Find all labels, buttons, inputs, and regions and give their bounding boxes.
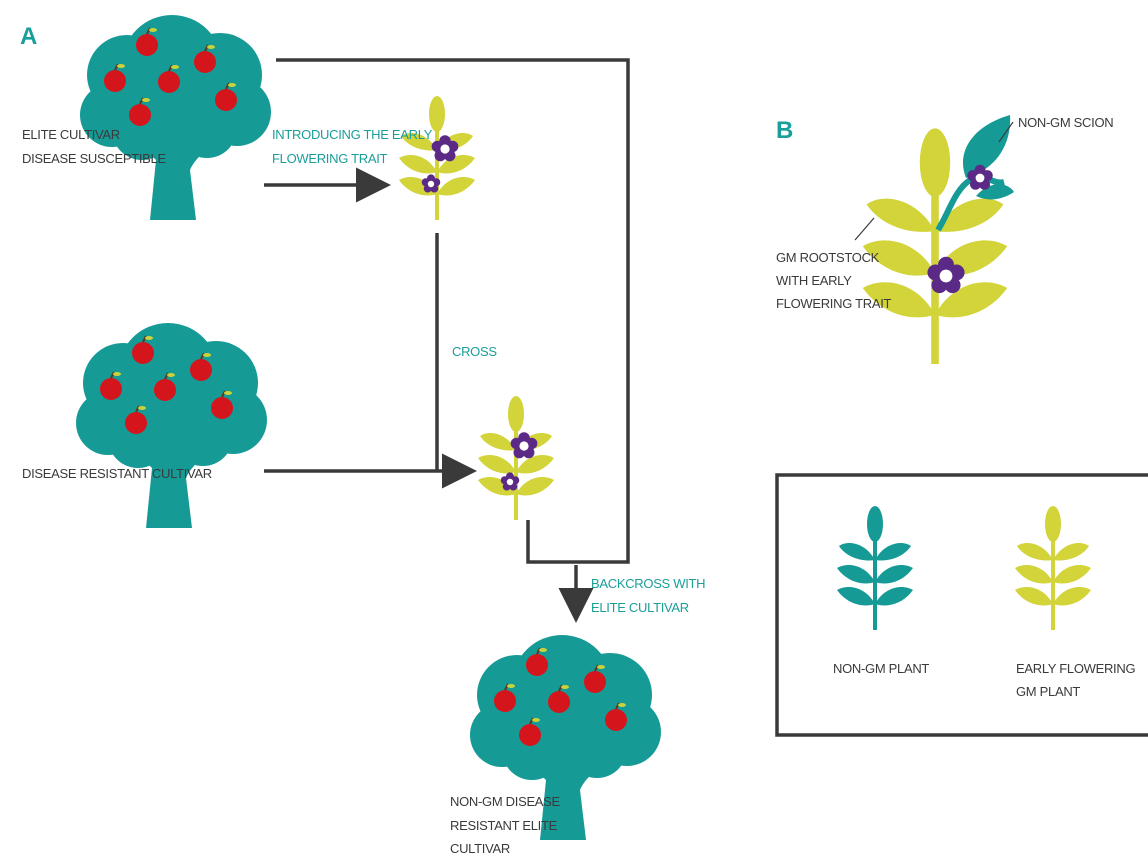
intro-label-1: INTRODUCING THE EARLY xyxy=(272,127,433,142)
legend-gm-label-2: GM PLANT xyxy=(1016,684,1080,699)
rootstock-label-1: GM ROOTSTOCK xyxy=(776,250,880,265)
gm-plant-cross xyxy=(478,396,554,520)
scion-pointer xyxy=(998,121,1014,143)
legend-gm-label-1: EARLY FLOWERING xyxy=(1016,661,1135,676)
scion-label: NON-GM SCION xyxy=(1018,115,1113,130)
result-cultivar-tree xyxy=(469,634,662,841)
elite-cultivar-tree xyxy=(79,14,272,221)
panel-a-letter: A xyxy=(20,23,37,50)
rootstock-label-3: FLOWERING TRAIT xyxy=(776,296,892,311)
cross-label: CROSS xyxy=(452,344,497,359)
backcross-label-2: ELITE CULTIVAR xyxy=(591,600,689,615)
gm-plant-top xyxy=(399,96,475,220)
flow-lines xyxy=(264,58,630,623)
panel-b-letter: B xyxy=(776,117,793,144)
result-label-2: RESISTANT ELITE xyxy=(450,818,558,833)
backcross-label-1: BACKCROSS WITH xyxy=(591,576,705,591)
legend-gm-plant xyxy=(1015,506,1091,630)
backcross-loop-line xyxy=(276,58,630,564)
elite-label-2: DISEASE SUSCEPTIBLE xyxy=(22,151,166,166)
legend-box: NON-GM PLANT EARLY FLOWERING GM PLANT xyxy=(775,473,1148,737)
resistant-label: DISEASE RESISTANT CULTIVAR xyxy=(22,466,212,481)
legend-nongm-label: NON-GM PLANT xyxy=(833,661,929,676)
rootstock-label-2: WITH EARLY xyxy=(776,273,852,288)
intro-label-2: FLOWERING TRAIT xyxy=(272,151,388,166)
elite-label-1: ELITE CULTIVAR xyxy=(22,127,120,142)
rootstock-pointer xyxy=(854,217,875,241)
grafted-plant xyxy=(854,115,1014,364)
scion-leaf xyxy=(962,115,1011,178)
resistant-cultivar-tree xyxy=(75,322,268,529)
result-label-1: NON-GM DISEASE xyxy=(450,794,561,809)
result-label-3: CULTIVAR xyxy=(450,841,510,856)
legend-nongm-plant xyxy=(837,506,913,630)
